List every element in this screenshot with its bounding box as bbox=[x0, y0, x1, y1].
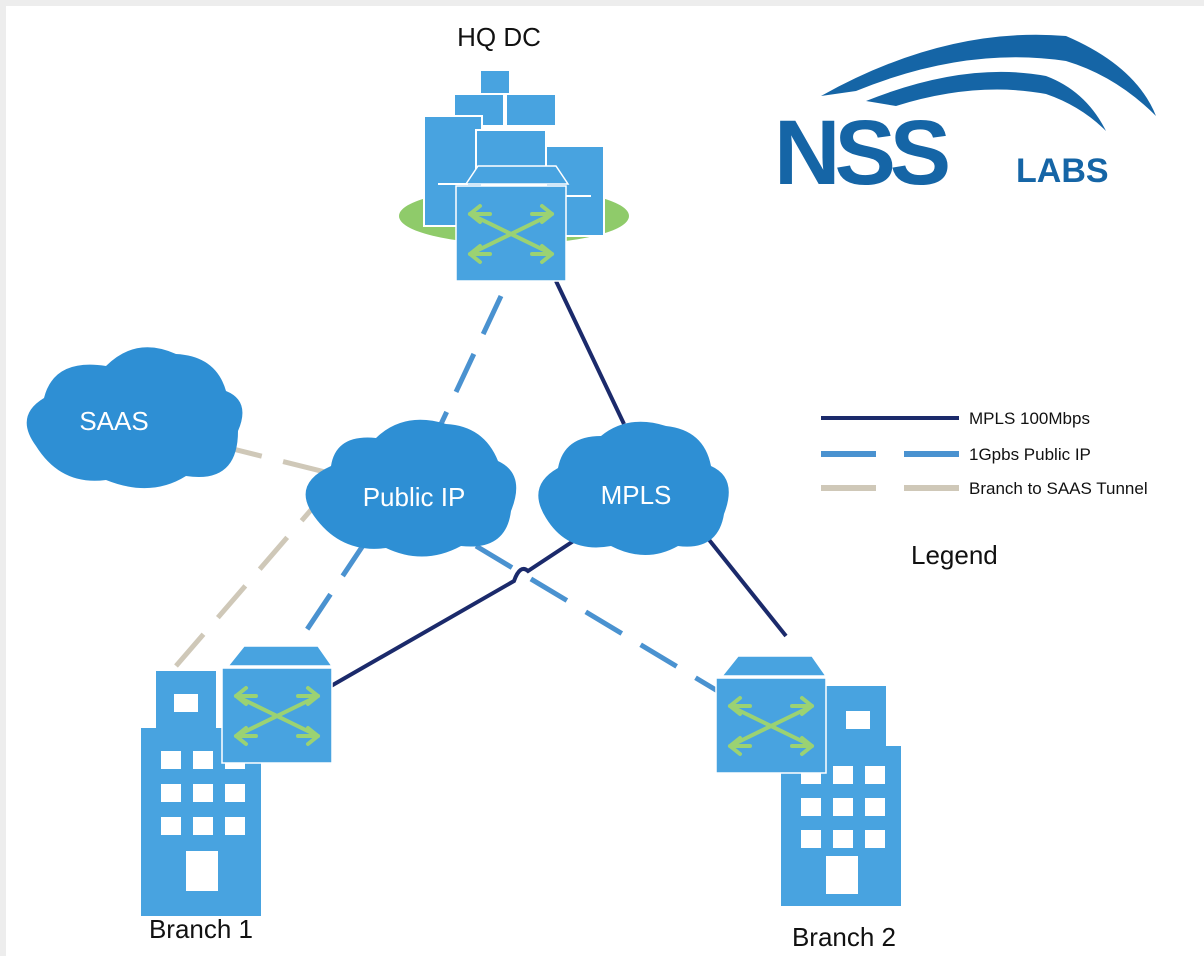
link-public-ip-branch2 bbox=[474, 543, 728, 699]
mpls-node: MPLS bbox=[538, 421, 729, 555]
logo-text: NSS bbox=[774, 102, 948, 204]
link-mpls-branch1 bbox=[330, 536, 580, 688]
branch2-router-icon bbox=[714, 655, 828, 775]
diagram-canvas: HQ DC SAAS Public IP MPLS bbox=[6, 6, 1204, 956]
link-hq-mpls bbox=[554, 280, 626, 425]
saas-node: SAAS bbox=[26, 347, 243, 489]
nss-labs-logo: NSS LABS bbox=[774, 34, 1156, 204]
hq-router-icon bbox=[454, 165, 570, 283]
legend-label-mpls: MPLS 100Mbps bbox=[969, 409, 1090, 428]
public-ip-cloud-icon bbox=[305, 419, 517, 557]
link-saas-public-ip bbox=[220, 443, 362, 484]
link-public-ip-branch1 bbox=[293, 539, 369, 648]
mpls-label: MPLS bbox=[601, 480, 672, 510]
legend-label-public-ip: 1Gpbs Public IP bbox=[969, 445, 1091, 464]
logo-arc-inner bbox=[866, 71, 1106, 131]
public-ip-label: Public IP bbox=[363, 482, 466, 512]
hq-dc-label: HQ DC bbox=[457, 22, 541, 52]
branch1-node: Branch 1 bbox=[141, 645, 334, 944]
legend-title: Legend bbox=[911, 540, 998, 570]
legend: MPLS 100Mbps 1Gpbs Public IP Branch to S… bbox=[821, 409, 1148, 570]
logo-arc bbox=[821, 34, 1156, 116]
network-diagram: HQ DC SAAS Public IP MPLS bbox=[26, 22, 1156, 952]
saas-label: SAAS bbox=[79, 406, 148, 436]
branch2-node: Branch 2 bbox=[714, 655, 901, 952]
branch1-router-icon bbox=[220, 645, 334, 765]
branch1-label: Branch 1 bbox=[149, 914, 253, 944]
hq-dc-node: HQ DC bbox=[399, 22, 629, 283]
logo-subtext: LABS bbox=[1016, 152, 1109, 190]
legend-label-saas-tunnel: Branch to SAAS Tunnel bbox=[969, 479, 1148, 498]
links-layer bbox=[174, 280, 788, 699]
link-branch1-saas bbox=[174, 479, 338, 668]
branch2-label: Branch 2 bbox=[792, 922, 896, 952]
public-ip-node: Public IP bbox=[305, 419, 517, 557]
link-mpls-branch2 bbox=[704, 534, 788, 638]
saas-cloud-icon bbox=[26, 347, 243, 489]
mpls-cloud-icon bbox=[538, 421, 729, 555]
